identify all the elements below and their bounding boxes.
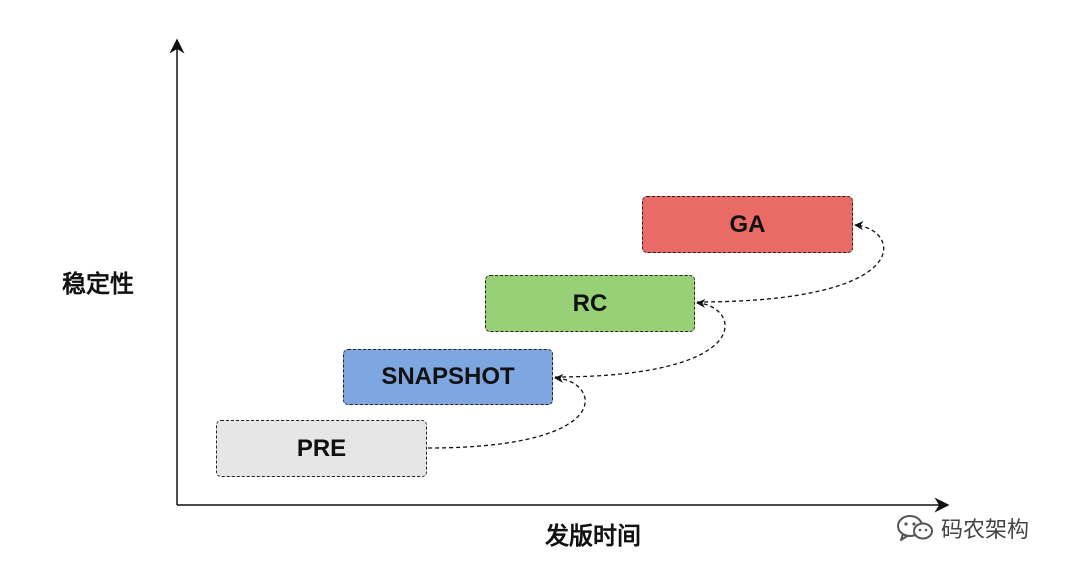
watermark: 码农架构 bbox=[895, 512, 1029, 544]
watermark-text: 码农架构 bbox=[941, 518, 1030, 543]
stage-ga-label: GA bbox=[729, 210, 766, 238]
stage-rc-box: RC bbox=[485, 275, 695, 332]
stage-snapshot-box: SNAPSHOT bbox=[343, 349, 553, 405]
stage-snapshot-label: SNAPSHOT bbox=[381, 363, 515, 390]
y-axis-label: 稳定性 bbox=[62, 270, 134, 298]
stage-rc-label: RC bbox=[572, 289, 608, 317]
arrow-pre-to-snapshot bbox=[427, 373, 586, 449]
x-axis-label: 发版时间 bbox=[545, 522, 641, 550]
stage-pre-box: PRE bbox=[216, 420, 427, 477]
stage-ga-box: GA bbox=[642, 196, 853, 253]
wechat-icon bbox=[897, 515, 933, 541]
arrow-snapshot-to-rc bbox=[554, 298, 726, 378]
stage-pre-label: PRE bbox=[296, 434, 347, 462]
